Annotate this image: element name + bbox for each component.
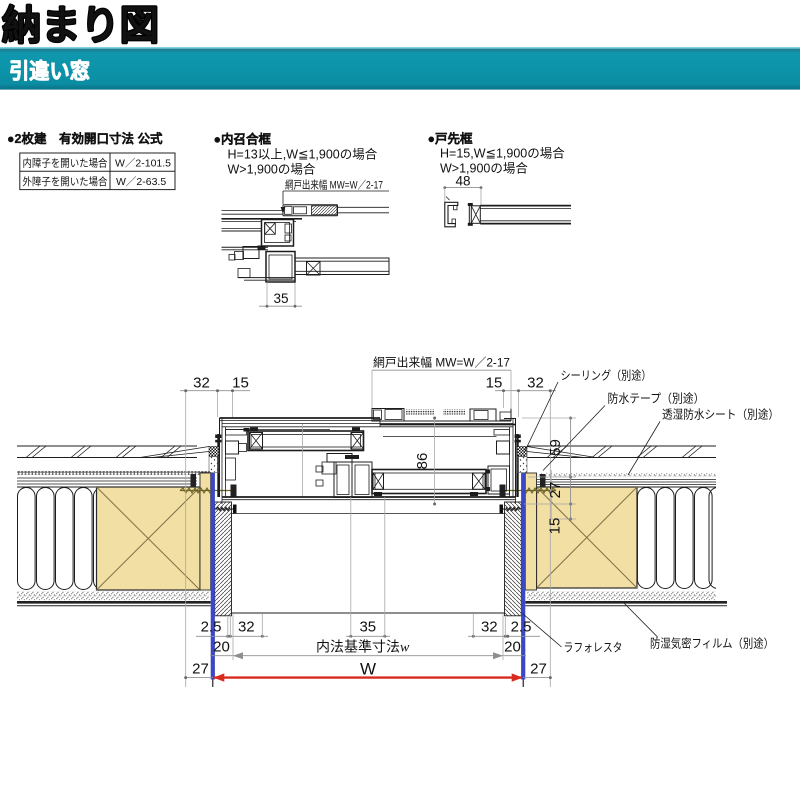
callout-sealing: シーリング（別途） [561, 368, 652, 383]
plaster-board-right [527, 591, 716, 601]
casing-left [214, 501, 232, 617]
dim-bottom-20-left: 20 [213, 639, 230, 656]
dim-bottom-32-left: 32 [238, 619, 255, 636]
end-stile-heading: ●戸先框 [428, 131, 474, 146]
screen-track [371, 408, 512, 422]
inner-stile-detail-drawing: 網戸出来幅 MW=W／2-17 [221, 178, 390, 308]
dim-top-right-15: 15 [486, 375, 503, 392]
dim-bottom-27-left: 27 [192, 661, 209, 678]
table-row2-case: 外障子を開いた場合 [23, 175, 108, 188]
window-frame [208, 408, 528, 514]
callout-casing: ラフォレスタ [564, 641, 623, 655]
outer-sash [247, 424, 365, 497]
inner-width-label: 内法基準寸法w [316, 639, 410, 656]
dim-top-right-32: 32 [527, 375, 544, 392]
section-end-stile: ●戸先框 H=15,W≦1,900の場合 W>1,900の場合 48 [427, 131, 571, 228]
section-formula: ●2枚建 有効開口寸法 公式 内障子を開いた場合 W／2-101.5 外障子を開… [7, 131, 176, 191]
right-jamb [383, 418, 516, 497]
table-row1-case: 内障子を開いた場合 [23, 157, 108, 170]
detail-dim-35: 35 [273, 291, 288, 306]
dim-bottom-32-right: 32 [481, 619, 498, 636]
dim-bottom-W: W [360, 660, 376, 679]
dim-bottom-2.5-left: 2.5 [201, 619, 222, 636]
page-title: 納まり図 [2, 4, 159, 48]
dim-right-59: 59 [547, 439, 564, 456]
left-wall [17, 445, 237, 607]
plaster-board-left [17, 591, 209, 601]
insulation-right [637, 487, 716, 589]
left-flange [208, 434, 222, 497]
subtitle-band [0, 48, 800, 90]
left-jamb [219, 418, 250, 497]
dim-bottom-20-right: 20 [504, 639, 521, 656]
band-top-accent [0, 47, 800, 49]
dim-bottom-2.5-right: 2.5 [511, 619, 532, 636]
sealant-right [516, 446, 528, 457]
inner-stile-line1: H=13以上,W≦1,900の場合 [228, 147, 378, 162]
casing-right [504, 501, 522, 617]
formula-heading: ●2枚建 有効開口寸法 公式 [7, 131, 163, 146]
screen-width-label-main: 網戸出来幅 MW=W／2-17 [373, 355, 510, 370]
end-stile-line1: H=15,W≦1,900の場合 [440, 146, 565, 161]
end-stile-detail-drawing: 48 [443, 174, 571, 228]
casing-and-flange [210, 473, 526, 687]
insulation-left [17, 487, 97, 590]
cladding-ticks-right [546, 445, 703, 458]
dim-right-15: 15 [547, 518, 564, 535]
main-drawing: 32 15 15 32 網戸出来幅 MW=W／2-17 86 [17, 355, 779, 687]
sealant-left [208, 446, 220, 457]
header: 納まり図 引違い窓 [0, 3, 800, 90]
meeting-stile [315, 453, 373, 498]
dim-top-left-32: 32 [193, 375, 210, 392]
cladding-ticks-left [25, 445, 182, 458]
backer-left [208, 456, 220, 473]
detail-dim-48: 48 [455, 174, 470, 189]
dimensions: 32 15 15 32 網戸出来幅 MW=W／2-17 86 [180, 355, 576, 687]
right-flange [514, 434, 528, 497]
callout-film: 防湿気密フィルム（別途） [650, 636, 774, 651]
formula-table: 内障子を開いた場合 W／2-101.5 外障子を開いた場合 W／2-63.5 [19, 152, 176, 191]
right-wall [499, 445, 727, 607]
inner-stile-heading: ●内召合框 [214, 132, 272, 147]
w-dimension [213, 673, 523, 682]
screen-mesh-strip [406, 409, 434, 415]
section-inner-stile: ●内召合框 H=13以上,W≦1,900の場合 W>1,900の場合 網戸出来幅… [213, 131, 390, 308]
table-row1-formula: W／2-101.5 [115, 158, 171, 170]
inner-sash [371, 468, 487, 496]
dim-bottom-27-right: 27 [530, 661, 547, 678]
backer-right [516, 456, 528, 473]
weather-sheet-left [17, 471, 210, 475]
callout-sheet: 透湿防水シート（別途） [662, 407, 779, 422]
subtitle-label: 引違い窓 [9, 59, 90, 84]
screen-width-label-detail: 網戸出来幅 MW=W／2-17 [285, 178, 383, 192]
dim-frame-depth-86: 86 [414, 453, 431, 470]
dim-bottom-35: 35 [359, 619, 376, 636]
end-stile-line2: W>1,900の場合 [440, 161, 528, 176]
inner-stile-line2: W>1,900の場合 [228, 162, 316, 177]
callout-tape: 防水テープ（別途） [608, 391, 705, 406]
dim-right-27: 27 [547, 482, 564, 499]
table-row2-formula: W／2-63.5 [116, 176, 166, 188]
dim-top-left-15: 15 [232, 375, 249, 392]
callouts: シーリング（別途） 防水テープ（別途） 透湿防水シート（別途） 防湿気密フィルム… [522, 368, 779, 655]
